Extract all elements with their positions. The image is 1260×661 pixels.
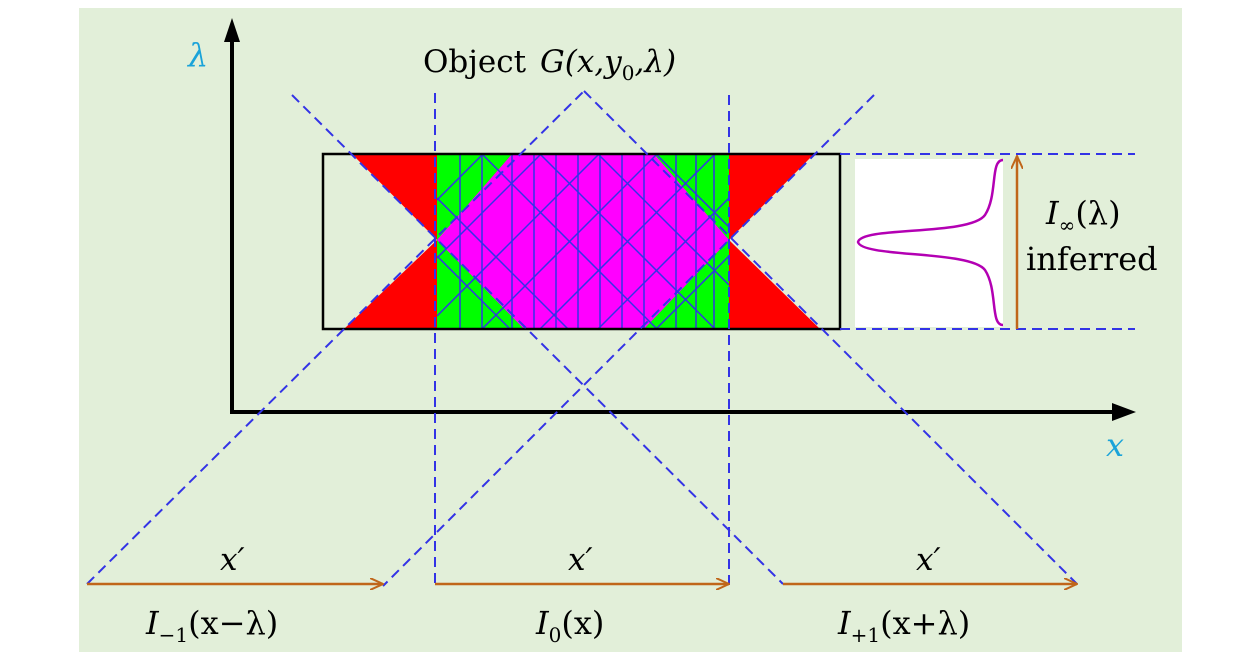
red-region-bottom-right — [729, 240, 820, 329]
projection-label-minus1: I−1(x−λ) — [145, 604, 278, 647]
inferred-function-label: I∞(λ) — [1045, 194, 1121, 237]
spectrum-panel — [855, 159, 1003, 327]
x-axis-arrowhead — [1112, 403, 1136, 421]
magenta-region — [437, 154, 729, 329]
object-title-func: G(x,y — [540, 44, 622, 80]
inferred-func-name: I — [1045, 194, 1060, 232]
xprime-label-minus1: x′ — [220, 542, 245, 578]
object-regions — [344, 154, 820, 329]
object-title-prefix: Object — [423, 44, 527, 80]
diagonal-right-down — [583, 90, 1078, 585]
object-title-sub: 0 — [622, 61, 635, 85]
diagonal-left-up — [86, 90, 585, 585]
diagonal-mid-down — [291, 94, 784, 585]
x-axis-label: x — [1106, 426, 1124, 464]
lambda-axis-label: λ — [186, 36, 208, 74]
inferred-func-sub: ∞ — [1059, 213, 1076, 237]
object-box — [321, 152, 842, 331]
object-title: Object G(x,y0,λ) — [423, 44, 676, 85]
red-region-bottom-left — [344, 240, 437, 329]
spectrum-curve — [856, 158, 1004, 327]
projection-label-0: I0(x) — [535, 604, 604, 647]
xprime-label-plus1: x′ — [916, 542, 941, 578]
object-title-suffix: ,λ) — [635, 44, 677, 80]
projection-lines — [86, 90, 1135, 587]
projection-label-plus1: I+1(x+λ) — [837, 604, 970, 647]
crosshatch — [436, 153, 730, 330]
inferred-func-arg: (λ) — [1075, 194, 1120, 232]
inferred-word-label: inferred — [1026, 240, 1158, 278]
xprime-label-0: x′ — [568, 542, 593, 578]
lambda-axis-arrowhead — [224, 18, 240, 42]
diagonal-mid-up — [382, 94, 875, 587]
